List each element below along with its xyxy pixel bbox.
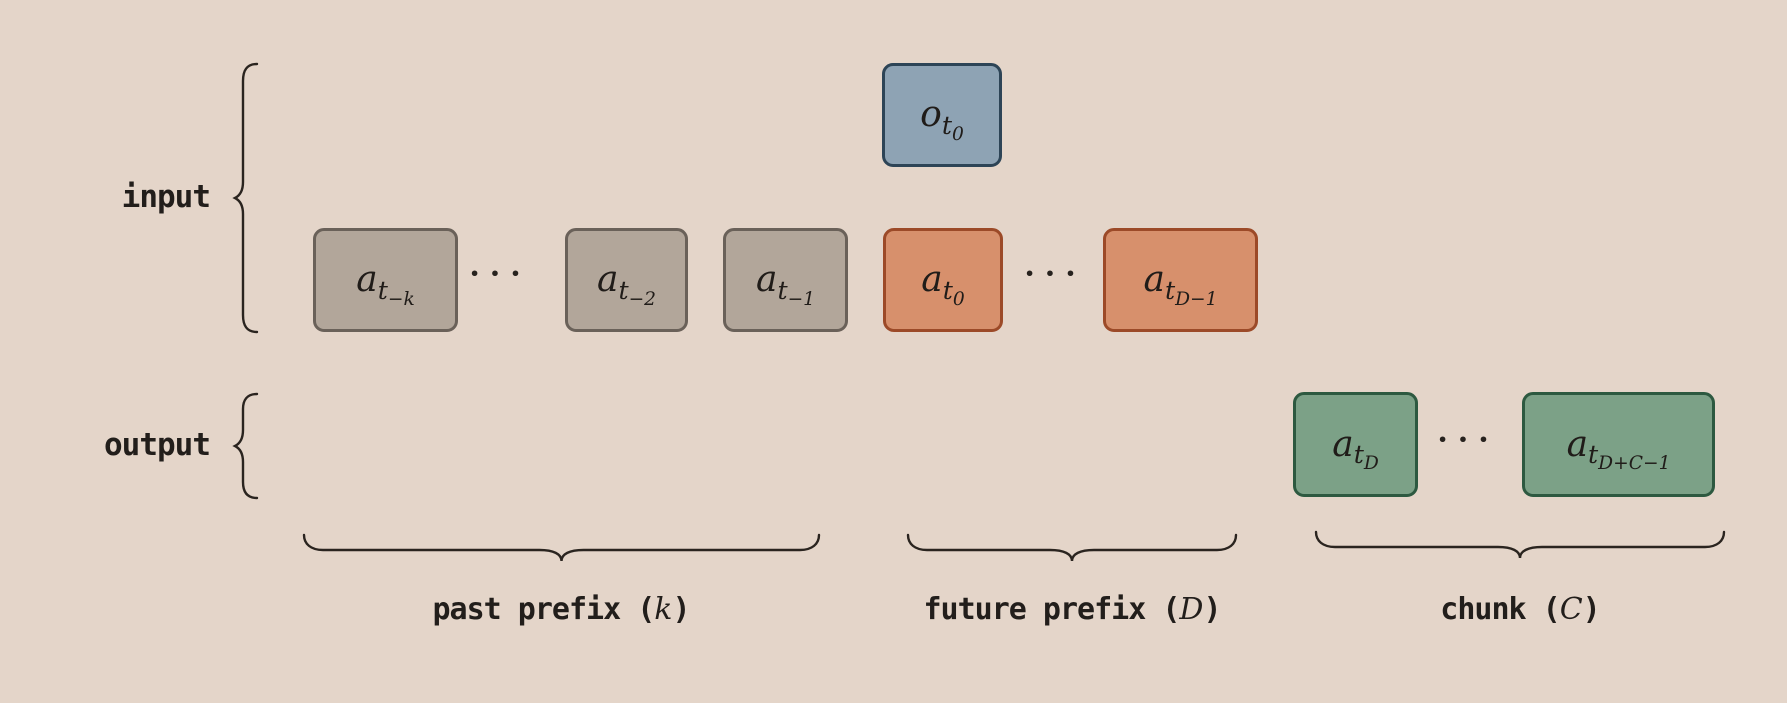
past-action-box-2-label: at−2 (596, 259, 657, 310)
chunk-action-box-2-label: atD+C−1 (1566, 423, 1671, 475)
chunk-action-box-2: atD+C−1 (1522, 392, 1715, 497)
past-action-box-3: at−1 (723, 228, 848, 332)
future-action-box-2-label: atD−1 (1143, 259, 1218, 310)
past-action-box-1: at−k (313, 228, 458, 332)
future-action-box-1: at0 (883, 228, 1003, 332)
chunk-variable: C (1559, 592, 1583, 627)
chunk-action-box-1: atD (1293, 392, 1418, 497)
chunk-brace-icon (1314, 530, 1726, 559)
past-action-box-2: at−2 (565, 228, 688, 332)
output-brace-icon (232, 392, 259, 500)
observation-box-label: ot0 (920, 94, 964, 145)
past-ellipsis: ··· (469, 256, 531, 292)
observation-box: ot0 (882, 63, 1002, 167)
chunk-ellipsis: ··· (1437, 422, 1499, 458)
future-action-box-2: atD−1 (1103, 228, 1258, 332)
future-prefix-variable: D (1179, 592, 1204, 627)
past-prefix-brace-icon (302, 533, 821, 562)
future-action-box-1-label: at0 (921, 259, 965, 310)
past-action-box-3-label: at−1 (755, 259, 816, 310)
past-prefix-label: past prefix (k) (432, 592, 690, 627)
past-prefix-variable: k (654, 592, 673, 627)
future-prefix-brace-icon (906, 533, 1238, 562)
input-row-label: input (121, 179, 211, 215)
future-ellipsis: ··· (1024, 256, 1086, 292)
output-row-label: output (104, 427, 211, 463)
future-prefix-label: future prefix (D) (923, 592, 1221, 627)
chunk-label: chunk (C) (1440, 592, 1600, 627)
chunk-action-box-1-label: atD (1332, 423, 1379, 475)
input-brace-icon (232, 62, 259, 334)
past-action-box-1-label: at−k (356, 259, 415, 310)
